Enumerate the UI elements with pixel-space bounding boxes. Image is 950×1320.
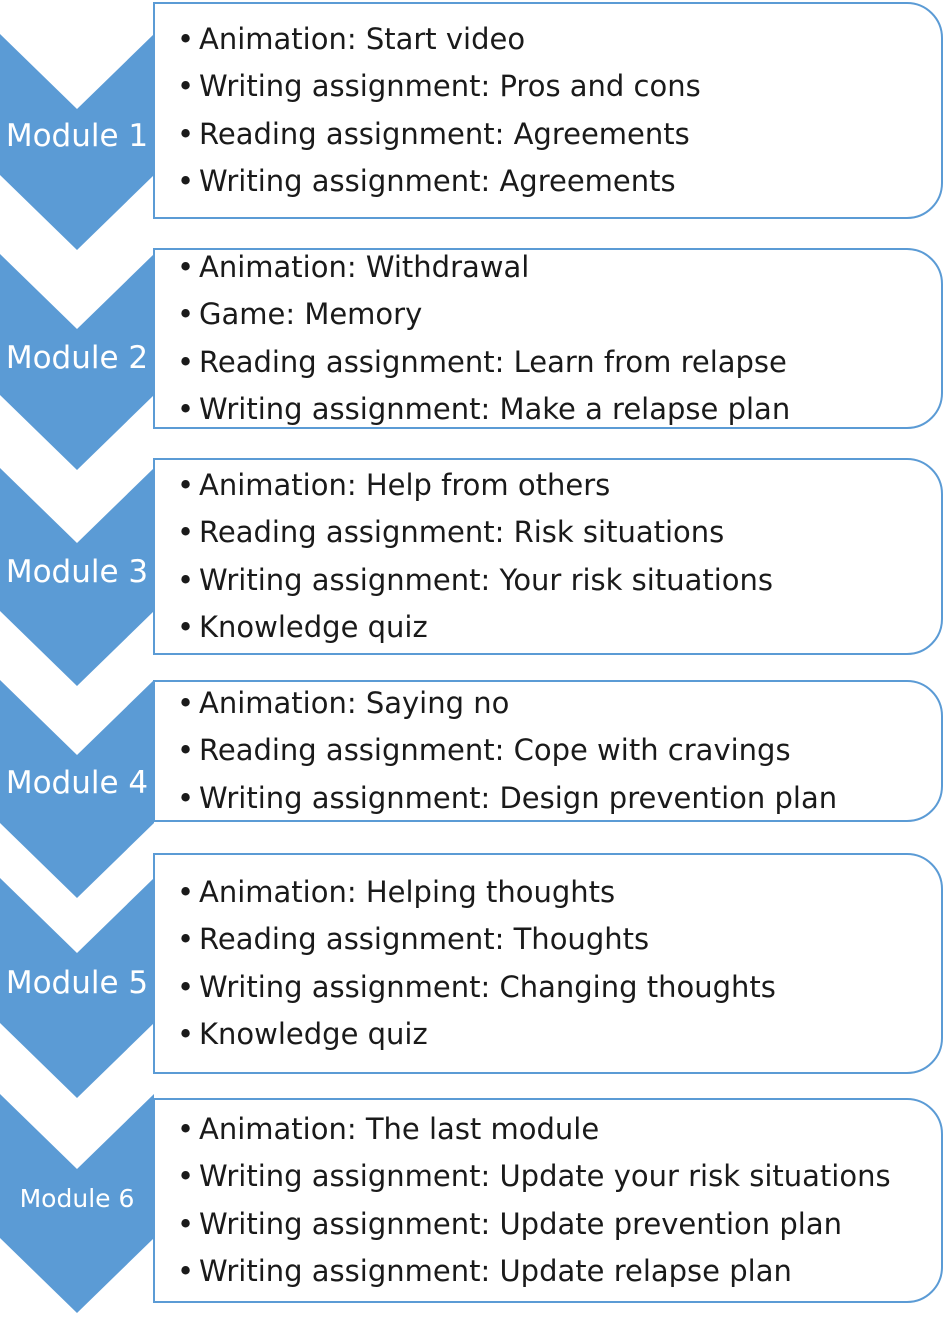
bullet-icon: • xyxy=(177,922,195,956)
list-item-text: Writing assignment: Update relapse plan xyxy=(199,1254,792,1288)
bullet-icon: • xyxy=(177,392,195,426)
bullet-icon: • xyxy=(177,297,195,331)
list-item: •Reading assignment: Cope with cravings xyxy=(177,727,941,775)
bullet-icon: • xyxy=(177,21,195,56)
list-item-text: Writing assignment: Pros and cons xyxy=(199,69,701,103)
list-item-text: Animation: Help from others xyxy=(199,467,611,502)
bullet-icon: • xyxy=(177,1254,195,1288)
module-5-box: •Animation: Helping thoughts•Reading ass… xyxy=(153,853,943,1074)
module-1-box: •Animation: Start video•Writing assignme… xyxy=(153,2,943,219)
bullet-icon: • xyxy=(177,1111,195,1146)
bullet-icon: • xyxy=(177,685,195,720)
bullet-icon: • xyxy=(177,1206,195,1241)
bullet-icon: • xyxy=(177,344,195,379)
bullet-icon: • xyxy=(177,515,195,549)
list-item: •Reading assignment: Learn from relapse xyxy=(177,339,941,387)
list-item-text: Knowledge quiz xyxy=(199,610,428,644)
module-2-label: Module 2 xyxy=(5,340,149,376)
list-item: •Animation: Helping thoughts xyxy=(177,869,941,917)
bullet-icon: • xyxy=(177,249,195,284)
bullet-icon: • xyxy=(177,780,195,815)
list-item-text: Reading assignment: Thoughts xyxy=(199,922,650,956)
list-item: •Animation: Start video xyxy=(177,16,941,64)
module-5-item-list: •Animation: Helping thoughts•Reading ass… xyxy=(155,869,941,1059)
list-item: •Animation: The last module xyxy=(177,1106,941,1154)
list-item: •Writing assignment: Design prevention p… xyxy=(177,775,941,823)
list-item-text: Reading assignment: Learn from relapse xyxy=(199,344,787,379)
bullet-icon: • xyxy=(177,1017,195,1051)
list-item-text: Animation: Start video xyxy=(199,21,526,56)
list-item: •Reading assignment: Risk situations xyxy=(177,509,941,557)
list-item-text: Reading assignment: Cope with cravings xyxy=(199,733,791,768)
list-item-text: Animation: Saying no xyxy=(199,685,510,720)
list-item-text: Animation: The last module xyxy=(199,1111,600,1146)
bullet-icon: • xyxy=(177,733,195,768)
module-6-label: Module 6 xyxy=(19,1184,135,1213)
module-1-label: Module 1 xyxy=(5,118,149,154)
list-item-text: Animation: Helping thoughts xyxy=(199,874,616,909)
list-item: •Reading assignment: Agreements xyxy=(177,111,941,159)
list-item: •Knowledge quiz xyxy=(177,604,941,652)
bullet-icon: • xyxy=(177,562,195,597)
bullet-icon: • xyxy=(177,116,195,151)
module-4-item-list: •Animation: Saying no•Reading assignment… xyxy=(155,680,941,823)
bullet-icon: • xyxy=(177,874,195,909)
list-item-text: Knowledge quiz xyxy=(199,1017,428,1051)
module-4-chevron xyxy=(0,680,154,898)
list-item: •Writing assignment: Update relapse plan xyxy=(177,1248,941,1296)
module-4-label: Module 4 xyxy=(5,765,149,801)
list-item: •Animation: Withdrawal xyxy=(177,244,941,292)
list-item: •Animation: Saying no xyxy=(177,680,941,728)
list-item-text: Writing assignment: Update your risk sit… xyxy=(199,1159,891,1193)
list-item: •Game: Memory xyxy=(177,291,941,339)
module-5-label: Module 5 xyxy=(5,965,149,1001)
module-3-box: •Animation: Help from others•Reading ass… xyxy=(153,458,943,655)
module-6-box: •Animation: The last module•Writing assi… xyxy=(153,1098,943,1303)
list-item-text: Writing assignment: Make a relapse plan xyxy=(199,392,791,426)
list-item: •Knowledge quiz xyxy=(177,1011,941,1059)
module-2-item-list: •Animation: Withdrawal•Game: Memory•Read… xyxy=(155,244,941,434)
list-item: •Reading assignment: Thoughts xyxy=(177,916,941,964)
module-6-chevron xyxy=(0,1094,154,1313)
list-item: •Animation: Help from others xyxy=(177,462,941,510)
list-item-text: Writing assignment: Design prevention pl… xyxy=(199,780,838,815)
list-item-text: Writing assignment: Agreements xyxy=(199,164,676,198)
list-item-text: Game: Memory xyxy=(199,297,423,331)
bullet-icon: • xyxy=(177,1159,195,1193)
module-1-item-list: •Animation: Start video•Writing assignme… xyxy=(155,16,941,206)
list-item: •Writing assignment: Your risk situation… xyxy=(177,557,941,605)
list-item: •Writing assignment: Pros and cons xyxy=(177,63,941,111)
bullet-icon: • xyxy=(177,467,195,502)
bullet-icon: • xyxy=(177,164,195,198)
module-3-label: Module 3 xyxy=(5,554,149,590)
module-3-chevron xyxy=(0,468,154,686)
module-2-chevron xyxy=(0,254,154,470)
list-item-text: Animation: Withdrawal xyxy=(199,249,530,284)
list-item-text: Writing assignment: Changing thoughts xyxy=(199,969,776,1004)
module-1-chevron xyxy=(0,34,154,250)
list-item: •Writing assignment: Update prevention p… xyxy=(177,1201,941,1249)
list-item: •Writing assignment: Make a relapse plan xyxy=(177,386,941,434)
module-5-chevron xyxy=(0,878,154,1098)
module-2-box: •Animation: Withdrawal•Game: Memory•Read… xyxy=(153,248,943,429)
list-item-text: Writing assignment: Your risk situations xyxy=(199,562,774,597)
list-item: •Writing assignment: Changing thoughts xyxy=(177,964,941,1012)
module-3-item-list: •Animation: Help from others•Reading ass… xyxy=(155,462,941,652)
list-item-text: Writing assignment: Update prevention pl… xyxy=(199,1206,842,1241)
list-item: •Writing assignment: Agreements xyxy=(177,158,941,206)
bullet-icon: • xyxy=(177,69,195,103)
bullet-icon: • xyxy=(177,610,195,644)
list-item-text: Reading assignment: Risk situations xyxy=(199,515,725,549)
module-4-box: •Animation: Saying no•Reading assignment… xyxy=(153,680,943,822)
list-item: •Writing assignment: Update your risk si… xyxy=(177,1153,941,1201)
bullet-icon: • xyxy=(177,969,195,1004)
module-6-item-list: •Animation: The last module•Writing assi… xyxy=(155,1106,941,1296)
list-item-text: Reading assignment: Agreements xyxy=(199,116,690,151)
